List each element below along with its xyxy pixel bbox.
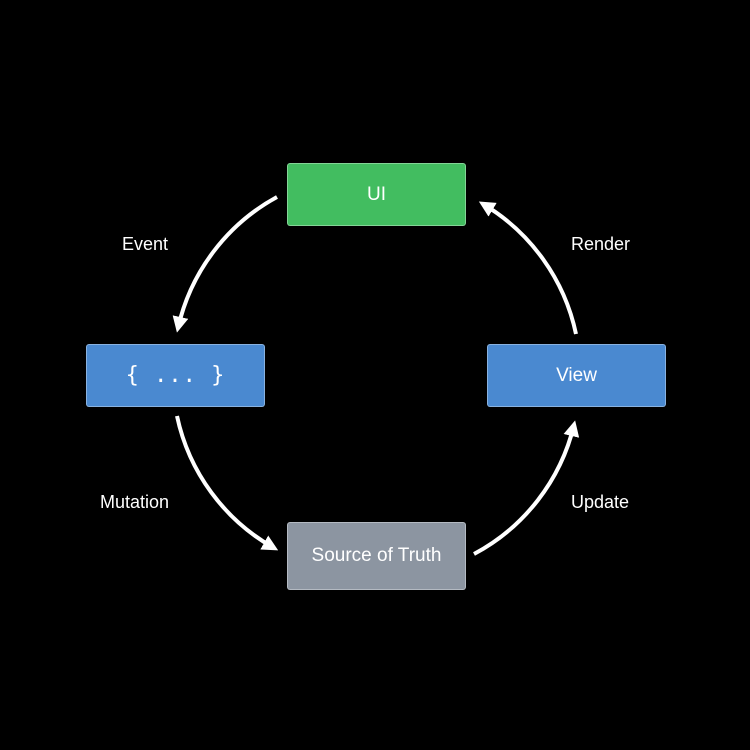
view-node: View bbox=[487, 344, 666, 407]
closure-node: { ... } bbox=[86, 344, 265, 407]
view-node-label: View bbox=[556, 364, 597, 386]
ui-node: UI bbox=[287, 163, 466, 226]
render-label: Render bbox=[571, 234, 631, 254]
source-of-truth-node-label: Source of Truth bbox=[311, 545, 442, 566]
update-label: Update bbox=[571, 492, 630, 512]
event-label: Event bbox=[122, 234, 169, 254]
render-arrow bbox=[478, 201, 578, 335]
update-arrow bbox=[473, 420, 580, 556]
source-of-truth-node: Source of Truth bbox=[287, 522, 466, 590]
ui-node-label: UI bbox=[367, 183, 386, 205]
closure-node-label: { ... } bbox=[125, 363, 226, 388]
mutation-arrow bbox=[175, 415, 279, 551]
event-arrow bbox=[172, 195, 278, 333]
mutation-label: Mutation bbox=[100, 492, 170, 512]
